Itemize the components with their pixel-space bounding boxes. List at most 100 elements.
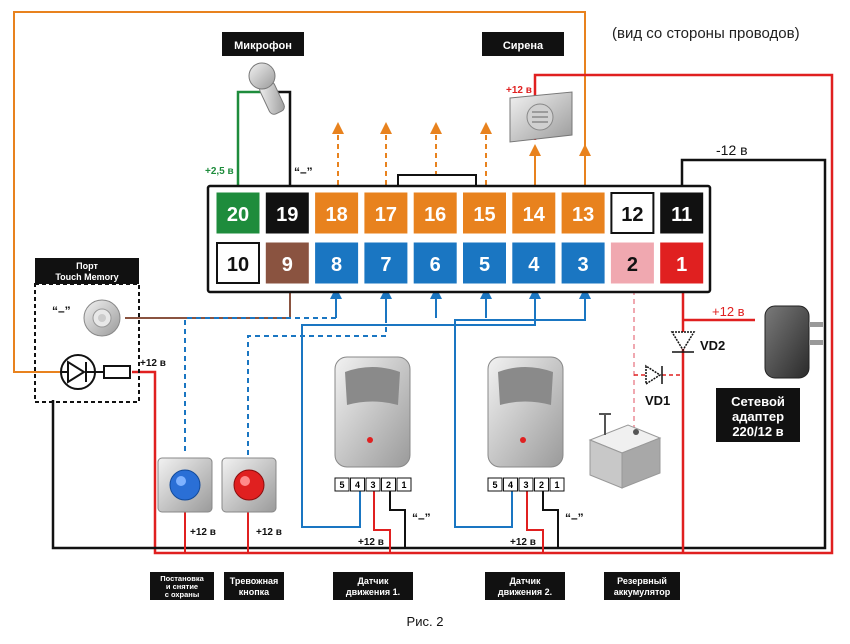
battery-label-1: Резервный: [617, 576, 667, 586]
terminal-label-17: 17: [375, 204, 397, 226]
terminal-label-14: 14: [523, 204, 546, 226]
touch-port-label-2: Touch Memory: [55, 272, 118, 282]
sensor-terminal: [381, 477, 396, 492]
sensor-terminal: [534, 477, 549, 492]
sensor-terminal-label: 4: [508, 480, 513, 490]
terminal-19: [265, 192, 309, 234]
terminal-label-8: 8: [331, 254, 342, 276]
motion1-label-1: Датчик: [357, 576, 389, 586]
terminal-6: [413, 242, 457, 284]
arm-disarm-label-1: Постановка: [160, 574, 204, 583]
terminal-12: [610, 192, 655, 234]
adapter-label-1: Сетевой: [731, 394, 785, 409]
wire-motion1-power: [373, 490, 391, 553]
terminal-label-6: 6: [430, 254, 441, 276]
sensor-terminal: [518, 477, 534, 492]
sensor-terminal-label: 1: [554, 480, 559, 490]
sensor-terminal: [350, 477, 365, 492]
terminal-label-10: 10: [227, 254, 249, 276]
touch-port-label-1: Порт: [76, 261, 98, 271]
terminal-label-13: 13: [572, 204, 594, 226]
terminal-2: [610, 242, 654, 284]
voltage-touch-minus: “–”: [52, 304, 71, 318]
view-note: (вид со стороны проводов): [612, 25, 800, 42]
microphone-label-box: [222, 32, 304, 56]
wire-blue-arm: [184, 300, 337, 455]
voltage-adapter-plus: +12 в: [712, 304, 745, 319]
voltage-motion1-minus: “–”: [412, 511, 431, 525]
vd2-diode-icon: [670, 331, 696, 353]
terminal-label-1: 1: [676, 254, 687, 276]
motion2-label-box: [485, 572, 565, 600]
terminal-label-9: 9: [282, 254, 293, 276]
panic-button: [221, 457, 277, 513]
terminal-label-20: 20: [227, 204, 249, 226]
battery-label-box: [604, 572, 680, 600]
terminal-label-15: 15: [473, 204, 495, 226]
battery-label-2: аккумулятор: [614, 587, 671, 597]
power-adapter-icon: [764, 305, 823, 379]
motion1-label-2: движения 1.: [346, 587, 400, 597]
wire-green-mic: [236, 90, 262, 190]
wire-brown-9: [125, 290, 291, 319]
terminal-label-11: 11: [671, 204, 692, 226]
sensor-terminal-label: 5: [492, 480, 497, 490]
terminal-label-4: 4: [528, 254, 540, 276]
arm-disarm-label-2: и снятие: [166, 582, 198, 591]
terminal-label-7: 7: [380, 254, 391, 276]
touch-port-frame: [34, 283, 140, 403]
terminal-18: [315, 192, 359, 234]
terminal-11: [660, 192, 704, 234]
terminal-14: [512, 192, 556, 234]
panic-label-1: Тревожная: [230, 576, 279, 586]
terminal-5: [463, 242, 506, 284]
terminal-label-12: 12: [621, 204, 643, 226]
motion1-label-box: [333, 572, 413, 600]
figure-caption: Рис. 2: [407, 614, 444, 629]
motion2-label-2: движения 2.: [498, 587, 552, 597]
motion-sensor-1-icon: [334, 356, 411, 468]
sensor-terminal-label: 2: [539, 480, 544, 490]
voltage-panic-plus: +12 в: [256, 527, 282, 538]
terminal-3: [561, 242, 605, 284]
siren-icon: [509, 91, 573, 143]
arm-disarm-button: [157, 457, 213, 513]
wire-motion2-power: [526, 490, 544, 553]
voltage-motion2-minus: “–”: [565, 511, 584, 525]
terminal-label-18: 18: [325, 204, 347, 226]
terminal-label-3: 3: [578, 254, 589, 276]
terminal-16: [413, 192, 457, 234]
arm-disarm-label-3: с охраны: [165, 590, 200, 599]
vd1-label: VD1: [645, 393, 670, 408]
adapter-label-3: 220/12 в: [732, 424, 783, 439]
wire-motion1-ground: [389, 490, 406, 548]
wire-black-mic: [275, 90, 292, 190]
voltage-touch-plus: +12 в: [140, 358, 166, 369]
sensor-terminal-label: 1: [401, 480, 406, 490]
microphone-label: Микрофон: [234, 40, 292, 52]
terminal-9: [265, 242, 309, 284]
motion2-label-1: Датчик: [509, 576, 541, 586]
siren-label-box: [482, 32, 564, 56]
touch-memory-reader-icon: [83, 299, 121, 337]
siren-label: Сирена: [503, 40, 544, 52]
terminal-13: [561, 192, 605, 234]
terminal-20: [216, 192, 260, 234]
sensor-terminal-label: 4: [355, 480, 360, 490]
terminal-8: [315, 242, 359, 284]
wire-black-minus12: [51, 158, 827, 550]
touch-port-label-box: [35, 258, 139, 284]
terminal-1: [660, 242, 704, 284]
adapter-label-box: [716, 388, 800, 442]
sensor-terminal: [549, 477, 565, 492]
voltage-minus-12: -12 в: [716, 142, 748, 158]
terminal-7: [364, 242, 408, 284]
wire-red-siren: [132, 73, 834, 555]
sensor-terminal-label: 3: [523, 480, 528, 490]
terminal-10: [216, 242, 260, 284]
terminal-15: [463, 192, 506, 234]
terminal-label-19: 19: [276, 204, 298, 226]
